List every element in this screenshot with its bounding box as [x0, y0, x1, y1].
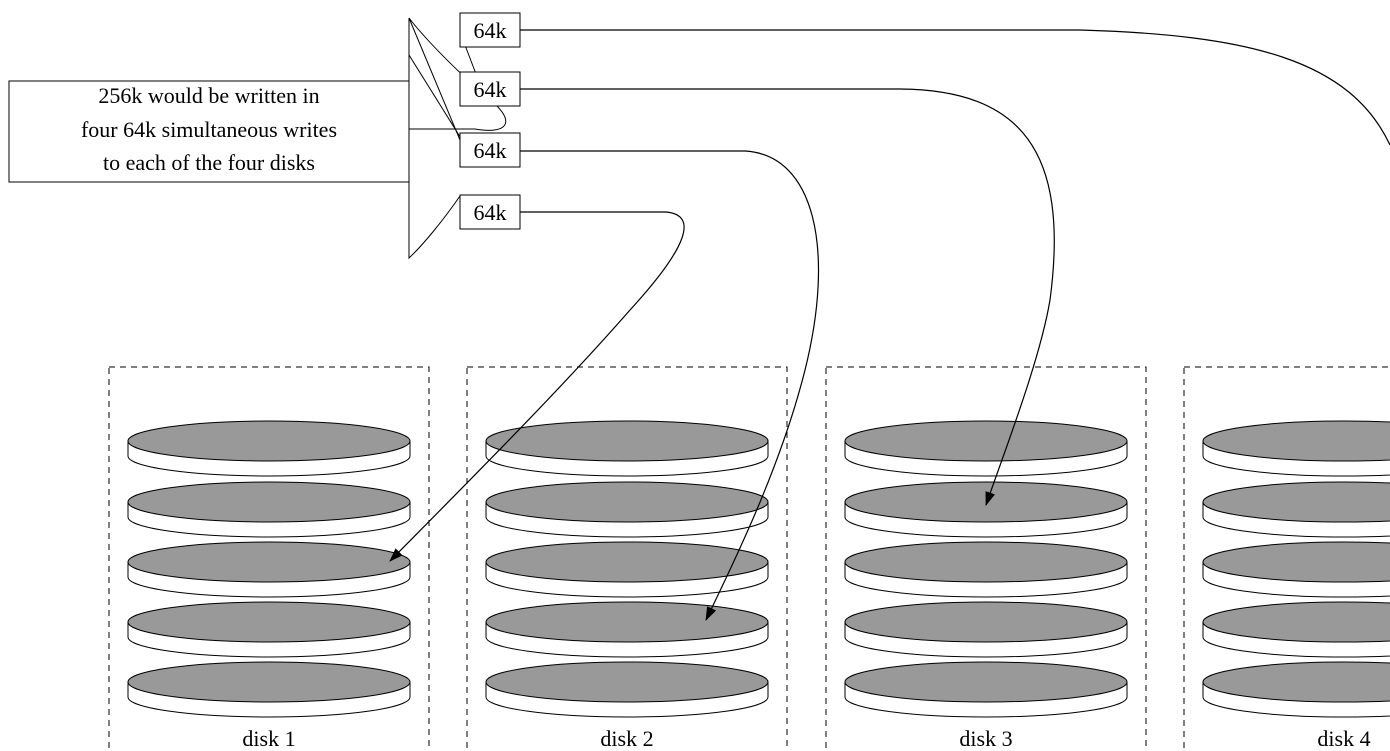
write-arrows	[389, 29, 1390, 621]
disk-3: disk 3	[825, 366, 1147, 751]
disk-label: disk 4	[1317, 726, 1370, 751]
disk-2: disk 2	[466, 366, 788, 751]
arrow-chunk2-to-disk3	[520, 88, 1055, 506]
platter	[485, 601, 769, 658]
platter	[844, 541, 1128, 598]
disk-enclosure	[1183, 366, 1390, 751]
write-description-note: 256k would be written in four 64k simult…	[8, 80, 410, 183]
platter	[127, 481, 411, 538]
platter	[485, 661, 769, 718]
platter	[1202, 661, 1390, 718]
svg-text:64k: 64k	[474, 77, 507, 102]
note-line-1: 256k would be written in	[98, 83, 319, 108]
platter	[844, 601, 1128, 658]
disk-1: disk 1	[108, 366, 430, 751]
disk-4: disk 4	[1183, 366, 1390, 751]
svg-text:64k: 64k	[474, 138, 507, 163]
arrow-chunk4-to-disk1	[389, 211, 685, 562]
disk-enclosure	[825, 366, 1147, 751]
platter	[1202, 541, 1390, 598]
disk-enclosure	[466, 366, 788, 751]
platter	[127, 420, 411, 477]
chunk-64k-3: 64k	[459, 132, 521, 168]
disk-label: disk 1	[242, 726, 295, 751]
platter	[1202, 481, 1390, 538]
platter	[127, 661, 411, 718]
chunk-64k-4: 64k	[459, 194, 521, 230]
arrow-chunk1-to-disk4	[520, 29, 1390, 146]
chunk-64k-2: 64k	[459, 71, 521, 107]
platter	[844, 661, 1128, 718]
arrow-chunk3-to-disk2	[520, 150, 820, 621]
platter	[485, 420, 769, 477]
platter	[1202, 601, 1390, 658]
platter	[127, 541, 411, 598]
svg-text:64k: 64k	[474, 200, 507, 225]
platter	[1202, 420, 1390, 477]
platter	[844, 420, 1128, 477]
platter	[485, 481, 769, 538]
disk-label: disk 3	[959, 726, 1012, 751]
disk-label: disk 2	[600, 726, 653, 751]
svg-text:64k: 64k	[474, 18, 507, 43]
platter	[127, 601, 411, 658]
disk-array: disk 1 disk 2 disk 3 disk 4	[108, 366, 1390, 751]
chunk-64k-1: 64k	[459, 12, 521, 48]
note-line-2: four 64k simultaneous writes	[81, 117, 337, 142]
platter	[485, 541, 769, 598]
disk-enclosure	[108, 366, 430, 751]
note-line-3: to each of the four disks	[103, 150, 315, 175]
platter	[844, 481, 1128, 538]
